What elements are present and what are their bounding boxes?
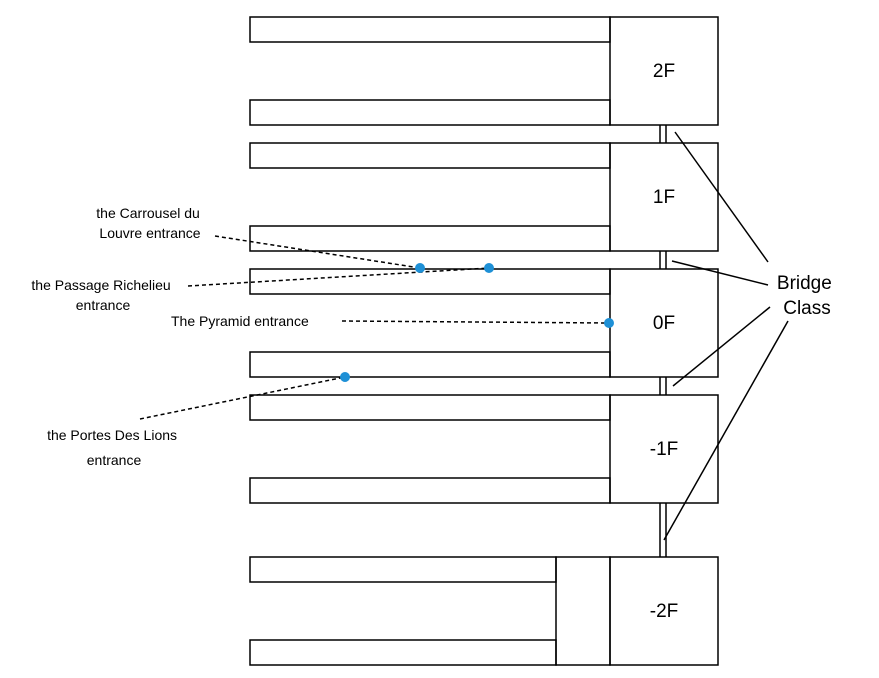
leader-portes-des-lions bbox=[139, 376, 346, 420]
entrance-point-richelieu bbox=[484, 263, 494, 273]
floor-0f-wing-top bbox=[249, 268, 611, 295]
floor-minus2f-wing-bottom bbox=[249, 639, 557, 666]
entrance-point-portes-des-lions bbox=[340, 372, 350, 382]
entrance-point-pyramid bbox=[604, 318, 614, 328]
floor-minus2f-wing-top bbox=[249, 556, 557, 583]
entrance-label-richelieu-line1: the Passage Richelieu bbox=[31, 277, 170, 293]
bridge-class-label-line2: Class bbox=[783, 298, 831, 319]
bridge-class-label-line1: Bridge bbox=[777, 273, 832, 294]
entrance-label-carrousel-line2: Louvre entrance bbox=[99, 225, 200, 241]
floor-0f bbox=[249, 268, 719, 378]
floor-2f-wing-top bbox=[249, 16, 611, 43]
entrance-label-carrousel-line1: the Carrousel du bbox=[96, 205, 200, 221]
entrance-label-carrousel: the Carrousel du Louvre entrance bbox=[96, 205, 203, 241]
floor-minus1f-wing-bottom bbox=[249, 477, 611, 504]
floor-2f bbox=[249, 16, 719, 126]
entrance-label-portes-des-lions-line1: the Portes Des Lions bbox=[47, 427, 177, 443]
floor-minus1f bbox=[249, 394, 719, 504]
leader-richelieu bbox=[187, 267, 490, 287]
floor-1f-label: 1F bbox=[653, 187, 675, 208]
floor-1f-box bbox=[609, 142, 719, 252]
entrance-leaders bbox=[139, 235, 610, 420]
floor-1f bbox=[249, 142, 719, 252]
entrance-label-portes-des-lions: the Portes Des Lions entrance bbox=[47, 427, 181, 468]
floor-minus1f-wing-top bbox=[249, 394, 611, 421]
bridge-class-label: Bridge Class bbox=[777, 273, 837, 319]
entrance-label-richelieu-line2: entrance bbox=[76, 297, 131, 313]
floor-minus2f-annex bbox=[555, 556, 611, 666]
floor-1f-wing-top bbox=[249, 142, 611, 169]
entrance-points bbox=[340, 263, 614, 382]
callout-bridge-2f bbox=[674, 131, 769, 263]
entrance-label-richelieu: the Passage Richelieu entrance bbox=[31, 277, 174, 313]
entrance-label-pyramid: The Pyramid entrance bbox=[171, 313, 309, 329]
floor-minus1f-box bbox=[609, 394, 719, 504]
entrance-point-carrousel bbox=[415, 263, 425, 273]
floor-minus1f-label: -1F bbox=[650, 439, 679, 460]
callout-bridge-minus1f bbox=[663, 320, 789, 541]
bridges bbox=[659, 125, 667, 557]
bridge-class-callouts bbox=[663, 131, 789, 541]
leader-carrousel bbox=[214, 235, 421, 269]
floor-1f-wing-bottom bbox=[249, 225, 611, 252]
floor-minus2f-label: -2F bbox=[650, 601, 679, 622]
callout-bridge-1f bbox=[671, 260, 769, 286]
entrance-label-pyramid-line1: The Pyramid entrance bbox=[171, 313, 309, 329]
floor-2f-wing-bottom bbox=[249, 99, 611, 126]
leader-pyramid bbox=[341, 320, 610, 324]
floor-0f-label: 0F bbox=[653, 313, 675, 334]
entrance-label-portes-des-lions-line2: entrance bbox=[87, 452, 142, 468]
floor-2f-box bbox=[609, 16, 719, 126]
floor-minus2f bbox=[249, 556, 719, 666]
callout-bridge-0f bbox=[672, 306, 771, 387]
floor-2f-label: 2F bbox=[653, 61, 675, 82]
floor-0f-wing-bottom bbox=[249, 351, 611, 378]
